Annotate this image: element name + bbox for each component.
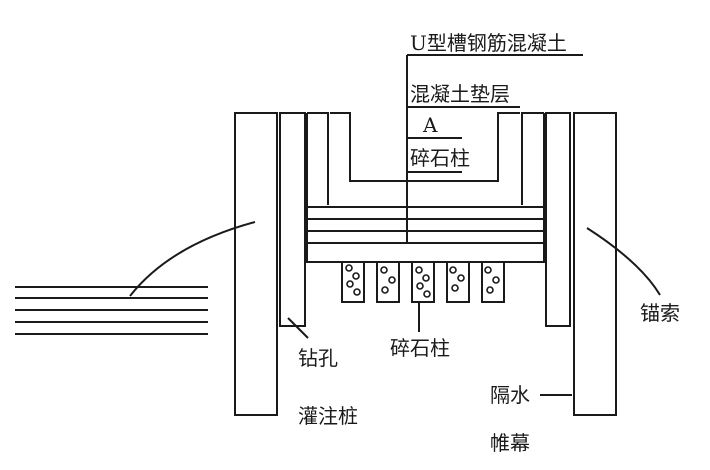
gravel-columns [341,261,505,303]
cushion-layer-lines [307,206,544,244]
label-drill: 钻孔 [298,346,338,370]
anchor-cable-lines [15,286,208,335]
u-channel-wall-left [307,112,329,205]
left-drill-hole [279,112,306,327]
right-drill-hole [545,112,571,327]
right-water-curtain [573,112,617,416]
anchor-cable-leader [129,221,256,297]
gravel-column-1 [341,261,365,303]
label-cushion: 混凝土垫层 [410,82,510,106]
label-a: A [422,113,438,137]
gravel-column-3 [411,261,435,303]
label-anchor: 锚索 [640,301,680,325]
gravel-column-2 [376,261,400,303]
anchor-leader [586,227,661,296]
gravel-column-4 [446,261,470,303]
gravel-column-5 [481,261,505,303]
left-bored-pile [234,112,278,416]
label-gravel-top: 碎石柱 [410,146,470,170]
u-channel-inner [330,112,520,182]
drill-leader [287,317,309,339]
label-curtain-1: 隔水 [490,383,530,407]
u-channel-wall-right [521,112,544,205]
label-u-channel: U型槽钢筋混凝土 [410,31,567,55]
label-curtain-2: 帷幕 [490,431,530,455]
label-pile: 灌注桩 [298,404,358,428]
label-gravel-bottom: 碎石柱 [390,336,450,360]
